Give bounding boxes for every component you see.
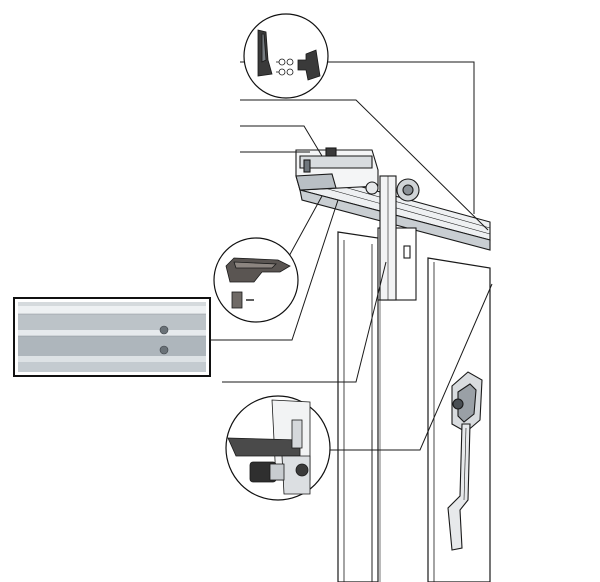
leader-2 [326,61,475,214]
end-stop-parts-icon [257,29,321,81]
leader-6 [287,195,323,259]
leader-3 [240,99,489,231]
door-handle [447,371,483,551]
door-panel-rear [337,231,379,582]
callout-end-stop-kit [243,13,329,99]
callout-aluminium-track [13,297,211,377]
leader-9 [322,283,493,451]
leader-8 [222,261,387,383]
aluminium-track-icon [18,302,206,372]
leader-7 [210,199,339,341]
callout-bottom-guide [225,395,331,501]
callout-anti-jump-clip [213,237,299,323]
leader-4 [240,125,323,157]
top-rail-assembly [295,147,491,301]
leader-lines [210,61,493,451]
handle-lever [447,423,471,551]
bottom-guide-icon [227,399,311,495]
anti-jump-clip-icon [225,257,291,309]
